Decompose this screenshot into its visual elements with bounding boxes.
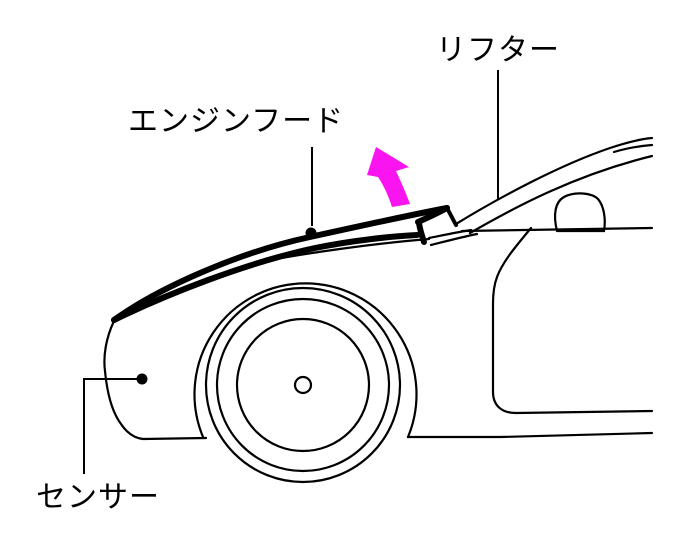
door-bottom-line	[514, 409, 654, 415]
wheel-rim-circle	[235, 317, 371, 453]
label-sensor: センサー	[36, 481, 160, 514]
door-cut-line	[491, 226, 533, 415]
wheel-hub-circle	[293, 375, 313, 395]
rocker-line	[406, 431, 654, 439]
a-pillar-roof-line	[454, 136, 654, 226]
side-mirror	[553, 192, 606, 233]
tire-outer-circle	[204, 286, 402, 484]
sensor-leader-line	[83, 378, 137, 474]
front-bumper-outline	[103, 319, 208, 441]
hood-top-edge	[111, 205, 450, 323]
hood-rear-stub	[416, 220, 427, 245]
engine-hood-outline	[111, 205, 458, 323]
front-wheel	[204, 286, 402, 484]
hood-leader-dot	[305, 227, 317, 239]
windshield-inner-line	[468, 154, 654, 235]
leader-lines	[83, 70, 499, 474]
lift-arrow	[367, 147, 410, 207]
window-top-line	[612, 143, 654, 154]
wheel-arch	[193, 282, 418, 439]
cowl-line-upper	[427, 228, 473, 240]
label-lifter: リフター	[436, 34, 560, 67]
label-engine-hood: エンジンフード	[128, 105, 345, 138]
hood-bottom-edge	[111, 232, 420, 323]
tire-inner-circle	[215, 297, 391, 473]
sensor-leader-dot	[136, 373, 148, 385]
cowl-line-lower	[429, 232, 479, 247]
hood-rear-corner	[445, 206, 458, 227]
